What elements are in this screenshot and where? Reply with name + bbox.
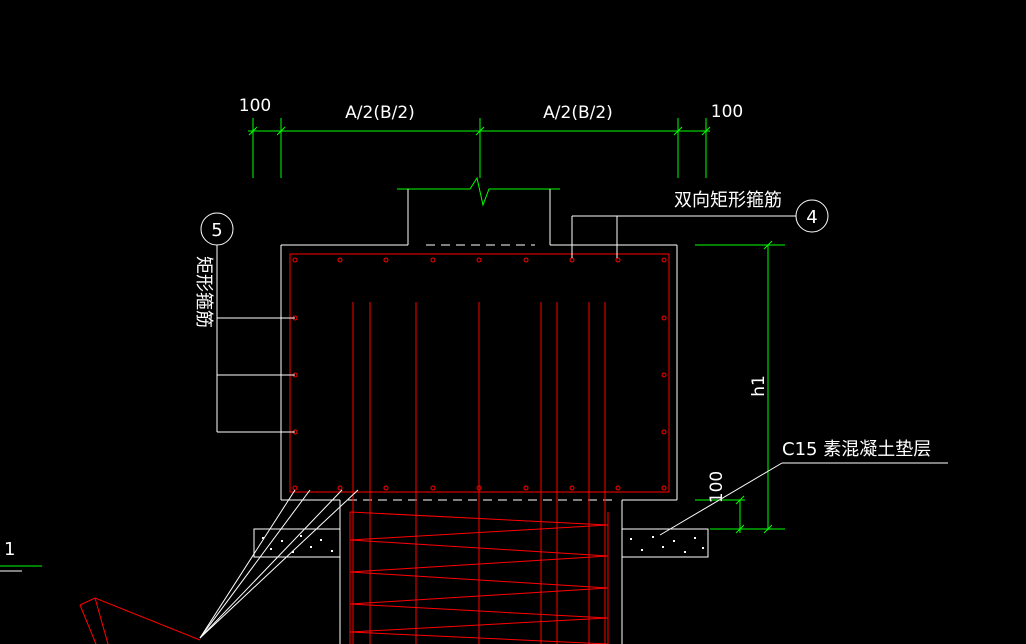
rebar-dot (523, 257, 529, 263)
hatch-speck (281, 540, 283, 542)
tag-5: 5 (211, 220, 222, 241)
pile-cap-outline (280, 244, 678, 501)
rebar-dot (476, 485, 482, 491)
hatch-speck (270, 548, 272, 550)
cushion-label: C15 素混凝土垫层 (782, 439, 931, 460)
hatch-speck (300, 535, 302, 537)
leader-fan (199, 489, 359, 639)
dim-left-offset: 100 (239, 96, 271, 116)
rebar-dot (523, 485, 529, 491)
rebar-dot (661, 485, 667, 491)
column-stub (397, 176, 560, 246)
hatch-speck (630, 538, 632, 540)
rebar-dot (661, 315, 667, 321)
hatch-speck (694, 537, 696, 539)
rebar-dot (430, 257, 436, 263)
rebar-dot (383, 485, 389, 491)
rebar-dot (337, 485, 343, 491)
rebar-dot (661, 257, 667, 263)
hatch-speck (292, 551, 294, 553)
cushion-hatch (262, 535, 704, 553)
rebar-dot (430, 485, 436, 491)
hatch-speck (662, 546, 664, 548)
rebar-dot (292, 257, 298, 263)
callout-cushion (659, 462, 948, 536)
pile (339, 500, 623, 644)
rebar-dot (292, 485, 298, 491)
rect-stirrup-label: 矩形箍筋 (193, 256, 214, 328)
rebar-dot (615, 257, 621, 263)
hatch-speck (652, 536, 654, 538)
tag-4: 4 (806, 207, 817, 228)
rebar-dot (569, 485, 575, 491)
callout-bidirectional-stirrup (571, 199, 829, 258)
bidirectional-stirrup-label: 双向矩形箍筋 (674, 190, 782, 211)
dim-right-half: A/2(B/2) (543, 103, 613, 123)
rebar-dot (615, 485, 621, 491)
dim-cushion-thickness: 100 (707, 471, 727, 503)
hatch-speck (641, 549, 643, 551)
rebar-dot (569, 257, 575, 263)
callout-rect-stirrup (200, 212, 295, 433)
rebar-cage (289, 253, 670, 644)
hatch-speck (310, 546, 312, 548)
hatch-speck (702, 547, 704, 549)
hatch-speck (320, 539, 322, 541)
hatch-speck (684, 551, 686, 553)
top-dimension-chain (248, 118, 711, 178)
dim-right-offset: 100 (711, 102, 743, 122)
cushion-layer (253, 528, 709, 558)
rebar-dot (337, 257, 343, 263)
rebar-dot (383, 257, 389, 263)
dim-left-half: A/2(B/2) (345, 103, 415, 123)
dim-height: h1 (749, 375, 769, 397)
hatch-speck (262, 537, 264, 539)
hatch-speck (673, 540, 675, 542)
rebar-dot (661, 372, 667, 378)
rebar-dot (476, 257, 482, 263)
height-dimension (695, 240, 785, 534)
rebar-dot (661, 429, 667, 435)
section-mark: 1 (4, 539, 15, 560)
lower-left-rebar-fragment (79, 597, 201, 644)
hatch-speck (331, 550, 333, 552)
